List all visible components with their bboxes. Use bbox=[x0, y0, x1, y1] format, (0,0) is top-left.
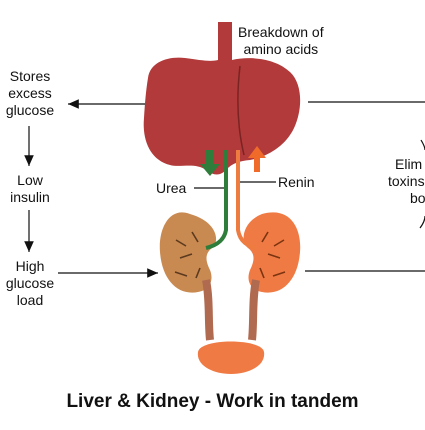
eliminate-curve-bottom bbox=[419, 215, 425, 229]
eliminate-curve-top bbox=[420, 139, 425, 151]
green-vessel bbox=[205, 150, 228, 250]
breakdown-line-2: amino acids bbox=[243, 41, 319, 57]
green-down-arrow bbox=[200, 150, 220, 176]
eliminate-label: Elim toxins bo bbox=[386, 156, 425, 207]
stores-label: Stores excess glucose bbox=[0, 68, 60, 119]
low-line-1: Low bbox=[17, 172, 43, 188]
high-glucose-label: High glucose load bbox=[0, 258, 60, 309]
low-insulin-label: Low insulin bbox=[0, 172, 60, 206]
renin-label: Renin bbox=[278, 174, 315, 190]
stores-line-1: Stores bbox=[9, 68, 51, 84]
high-line-3: load bbox=[16, 292, 44, 308]
breakdown-line-1: Breakdown of bbox=[238, 24, 324, 40]
stores-line-2: excess bbox=[8, 85, 52, 101]
low-line-2: insulin bbox=[10, 189, 50, 205]
liver bbox=[143, 22, 301, 175]
high-line-1: High bbox=[15, 258, 45, 274]
elim-line-2: toxins bbox=[388, 173, 425, 189]
orange-vessel bbox=[236, 150, 257, 250]
bladder bbox=[197, 341, 265, 374]
diagram-title: Liver & Kidney - Work in tandem bbox=[66, 391, 359, 412]
left-kidney bbox=[159, 212, 217, 293]
high-line-2: glucose bbox=[5, 275, 55, 291]
urea-label: Urea bbox=[156, 180, 187, 196]
liver-lobe-line bbox=[237, 65, 245, 156]
left-ureter bbox=[202, 279, 214, 341]
right-ureter bbox=[248, 279, 260, 341]
elim-line-1: Elim bbox=[395, 156, 423, 172]
elim-line-3: bo bbox=[410, 190, 425, 206]
stores-line-3: glucose bbox=[5, 102, 55, 118]
orange-up-arrow bbox=[248, 146, 266, 172]
right-kidney bbox=[243, 212, 301, 293]
breakdown-label: Breakdown of amino acids bbox=[238, 24, 324, 58]
